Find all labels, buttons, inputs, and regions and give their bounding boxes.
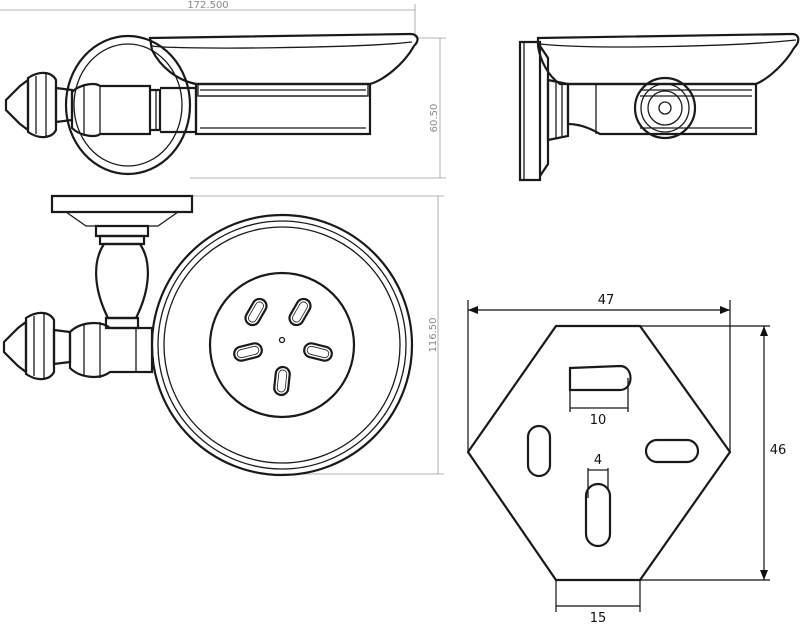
front-view: 172.500 60.50 [0, 0, 446, 179]
dim-height-46: 46 [770, 443, 787, 458]
top-view: 116.50 [2, 194, 444, 477]
dim-slot-width-4: 4 [594, 453, 602, 468]
dim-width-172-5: 172.500 [187, 0, 228, 11]
dim-slot-10: 10 [590, 413, 607, 428]
dim-width-47: 47 [598, 293, 615, 308]
mount-plate-view: 47 46 10 4 15 [466, 293, 787, 625]
side-view [518, 32, 800, 182]
dim-bottom-15: 15 [590, 611, 607, 625]
dim-height-60-5: 60.50 [429, 104, 440, 133]
dim-height-116-5: 116.50 [428, 318, 439, 353]
